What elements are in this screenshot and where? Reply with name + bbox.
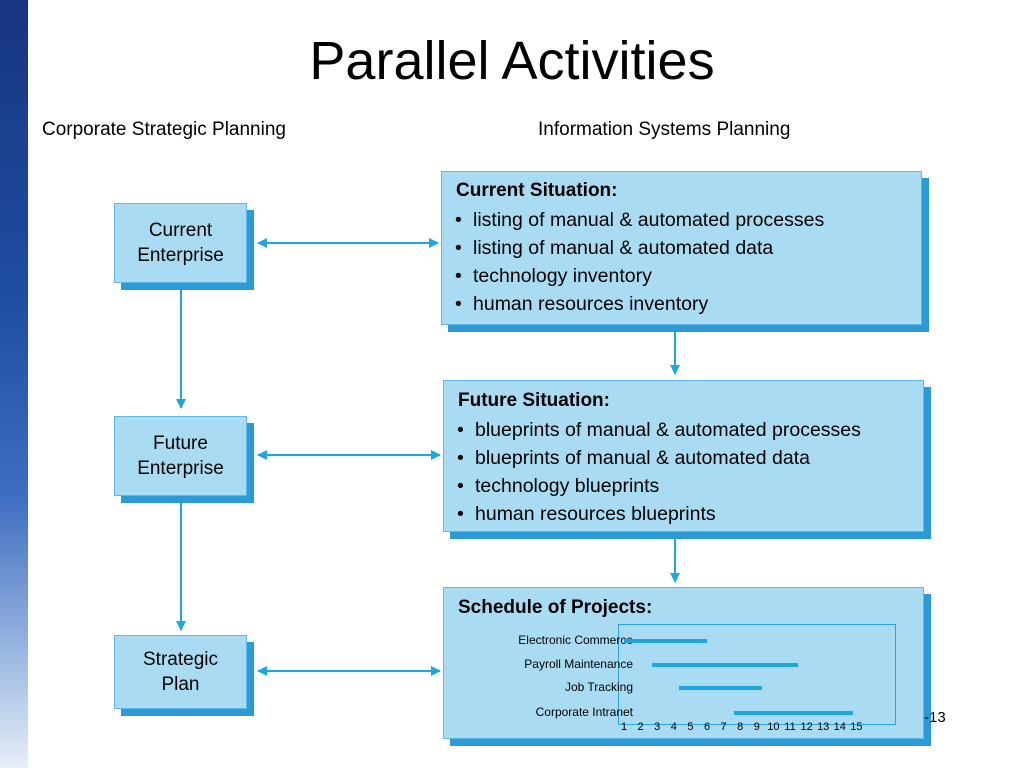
current-bullet: •technology inventory (455, 265, 652, 287)
gantt-axis-tick: 9 (753, 721, 760, 733)
future-bullet: •blueprints of manual & automated data (457, 447, 810, 469)
future-enterprise-line1: Future (153, 433, 208, 454)
gantt-axis-tick: 15 (850, 721, 863, 733)
gantt-axis-tick: 11 (784, 721, 796, 733)
strategic-plan-line1: Strategic (143, 649, 218, 670)
gantt-axis-tick: 3 (654, 721, 661, 733)
gantt-axis-tick: 12 (800, 721, 813, 733)
gantt-bar (652, 663, 799, 667)
current-bullet: •human resources inventory (455, 293, 709, 315)
current-enterprise-line2: Enterprise (137, 245, 224, 266)
future-bullet: •human resources blueprints (457, 503, 716, 525)
slide-side-bar (0, 0, 28, 768)
gantt-frame (618, 624, 896, 725)
current-situation-title: Current Situation: (456, 180, 618, 201)
gantt-axis-tick: 13 (817, 721, 830, 733)
left-column-heading: Corporate Strategic Planning (42, 119, 286, 140)
gantt-axis-tick: 10 (767, 721, 780, 733)
gantt-axis-tick: 1 (620, 721, 628, 733)
schedule-box: Schedule of Projects: Electronic Commerc… (443, 587, 924, 739)
gantt-project-label: Electronic Commerce (518, 633, 633, 647)
future-situation-box: Future Situation: •blueprints of manual … (443, 380, 924, 532)
current-situation-box: Current Situation: •listing of manual & … (441, 171, 922, 325)
current-bullet: •listing of manual & automated data (455, 237, 774, 259)
gantt-project-label: Job Tracking (564, 680, 633, 694)
gantt-axis-tick: 14 (833, 721, 846, 733)
schedule-title: Schedule of Projects: (458, 597, 653, 618)
future-situation-title: Future Situation: (458, 390, 610, 411)
slide-title: Parallel Activities (309, 31, 715, 91)
current-bullet: •listing of manual & automated processes (455, 209, 825, 231)
gantt-bar (733, 711, 854, 715)
future-bullet: •blueprints of manual & automated proces… (457, 419, 861, 441)
future-bullet: •technology blueprints (457, 475, 660, 497)
gantt-axis-tick: 6 (703, 721, 711, 733)
future-enterprise-line2: Enterprise (137, 458, 224, 479)
right-column-heading: Information Systems Planning (538, 119, 791, 140)
gantt-axis-tick: 4 (670, 721, 677, 733)
strategic-plan-line2: Plan (161, 674, 200, 695)
page-number: -13 (924, 709, 946, 726)
gantt-axis-tick: 5 (687, 721, 694, 733)
current-enterprise-line1: Current (148, 220, 213, 241)
gantt-project-label: Payroll Maintenance (524, 657, 633, 671)
gantt-axis-tick: 7 (720, 721, 727, 733)
gantt-axis-tick: 8 (737, 721, 744, 733)
gantt-bar (624, 639, 707, 643)
gantt-axis-tick: 2 (637, 721, 644, 733)
gantt-bar (678, 686, 762, 690)
gantt-project-label: Corporate Intranet (535, 705, 633, 719)
